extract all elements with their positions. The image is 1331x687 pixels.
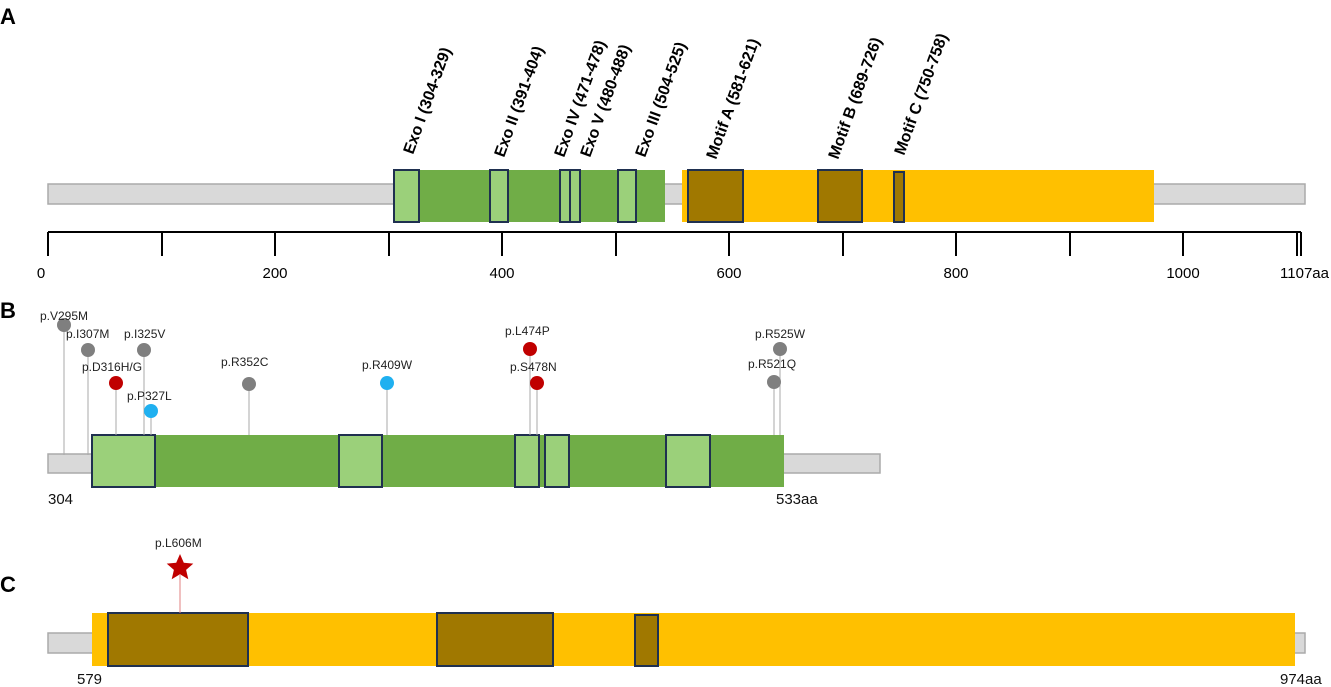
mutation-marker-v295m (57, 318, 71, 332)
mutation-marker-s478n (530, 376, 544, 390)
c-motif-box-a (107, 612, 249, 667)
panel-a-domain-labels: Exo I (304-329) Exo II (391-404) Exo IV … (401, 31, 952, 161)
axis-label-800: 800 (943, 265, 968, 282)
domain-box-exo-ii (489, 169, 509, 223)
panel-b: B p.V295M p.I307M p.I325V p.D3 (0, 298, 881, 508)
panel-b-mutations: p.V295M p.I307M p.I325V p.D316H/G p.P327… (40, 309, 806, 455)
star-icon (166, 554, 194, 580)
panel-c-start-label: 579 (77, 671, 102, 687)
panel-a: A Exo I (304-329) Exo II (391-404) Exo I… (0, 4, 1330, 282)
axis-label-200: 200 (262, 265, 287, 282)
b-domain-box-exo-iii (665, 434, 711, 488)
mutation-label-s478n: p.S478N (510, 360, 557, 374)
domain-label-motif-a: Motif A (581-621) (704, 36, 763, 161)
panel-b-letter: B (0, 298, 16, 323)
domain-box-motif-b (817, 169, 863, 223)
mutation-marker-p327l (144, 404, 158, 418)
mutation-marker-d316hg (109, 376, 123, 390)
mutation-label-l474p: p.L474P (505, 324, 550, 338)
domain-box-motif-c (893, 171, 905, 223)
axis-label-1000: 1000 (1166, 265, 1199, 282)
mutation-label-v295m: p.V295M (40, 309, 88, 323)
domain-box-exo-iv (559, 169, 571, 223)
panel-c-motif-boxes (107, 612, 659, 667)
panel-c-letter: C (0, 572, 16, 597)
mutation-label-r521q: p.R521Q (748, 357, 796, 371)
panel-b-domain-boxes (91, 434, 711, 488)
b-domain-box-exo-v (544, 434, 570, 488)
mutation-marker-l474p (523, 342, 537, 356)
c-motif-box-c (634, 614, 659, 667)
mutation-label-l606m: p.L606M (155, 536, 202, 550)
panel-a-domain-boxes (393, 169, 905, 223)
domain-label-exo-ii: Exo II (391-404) (492, 44, 548, 159)
panel-b-end-label: 533aa (776, 491, 818, 508)
mutation-label-r352c: p.R352C (221, 355, 269, 369)
domain-box-exo-i (393, 169, 420, 223)
mutation-marker-r409w (380, 376, 394, 390)
domain-label-exo-iii: Exo III (504-525) (633, 40, 690, 159)
domain-box-exo-v (569, 169, 581, 223)
b-domain-box-exo-ii (338, 434, 383, 488)
axis-label-600: 600 (716, 265, 741, 282)
domain-label-motif-c: Motif C (750-758) (892, 31, 952, 157)
mutation-label-i307m: p.I307M (66, 327, 109, 341)
mutation-label-p327l: p.P327L (127, 389, 172, 403)
domain-box-motif-a (687, 169, 744, 223)
panel-c-polymerase-region (92, 613, 1295, 666)
mutation-label-r525w: p.R525W (755, 327, 806, 341)
domain-label-exo-i: Exo I (304-329) (401, 45, 455, 156)
panel-c: C p.L606M 579 974aa (0, 536, 1322, 687)
panel-c-end-label: 974aa (1280, 671, 1322, 687)
axis-label-0: 0 (37, 265, 45, 282)
mutation-marker-r521q (767, 375, 781, 389)
axis-label-400: 400 (489, 265, 514, 282)
panel-a-letter: A (0, 4, 16, 29)
panel-a-axis: 0 200 400 600 800 1000 1107aa (37, 231, 1330, 282)
mutation-label-d316hg: p.D316H/G (82, 360, 142, 374)
mutation-label-i325v: p.I325V (124, 327, 165, 341)
b-domain-box-exo-i (91, 434, 156, 488)
domain-label-motif-b: Motif B (689-726) (826, 35, 886, 161)
mutation-marker-i307m (81, 343, 95, 357)
axis-label-length: 1107aa (1280, 265, 1330, 282)
mutation-marker-r525w (773, 342, 787, 356)
b-domain-box-exo-iv (514, 434, 540, 488)
domain-box-exo-iii (617, 169, 637, 223)
mutation-marker-r352c (242, 377, 256, 391)
c-motif-box-b (436, 612, 554, 667)
mutation-marker-i325v (137, 343, 151, 357)
panel-a-polymerase-region (682, 170, 1154, 222)
panel-c-mutations: p.L606M (155, 536, 202, 613)
mutation-label-r409w: p.R409W (362, 358, 413, 372)
panel-b-start-label: 304 (48, 491, 73, 508)
